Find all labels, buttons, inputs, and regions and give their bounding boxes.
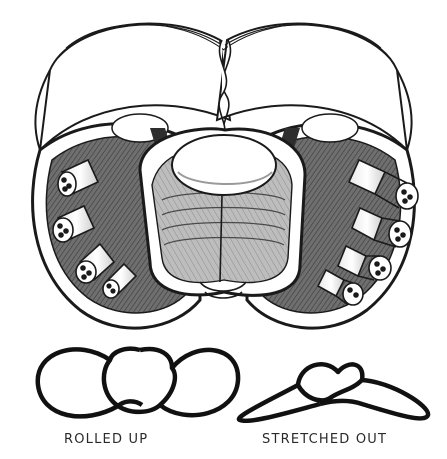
main-cross-section [33,24,418,329]
central-ring [140,129,305,298]
rolled-up-outline [38,349,238,417]
caption-rolled-up: ROLLED UP [64,432,148,447]
caption-stretched-out: STRETCHED OUT [262,432,387,447]
stretched-out-outline [239,364,428,421]
